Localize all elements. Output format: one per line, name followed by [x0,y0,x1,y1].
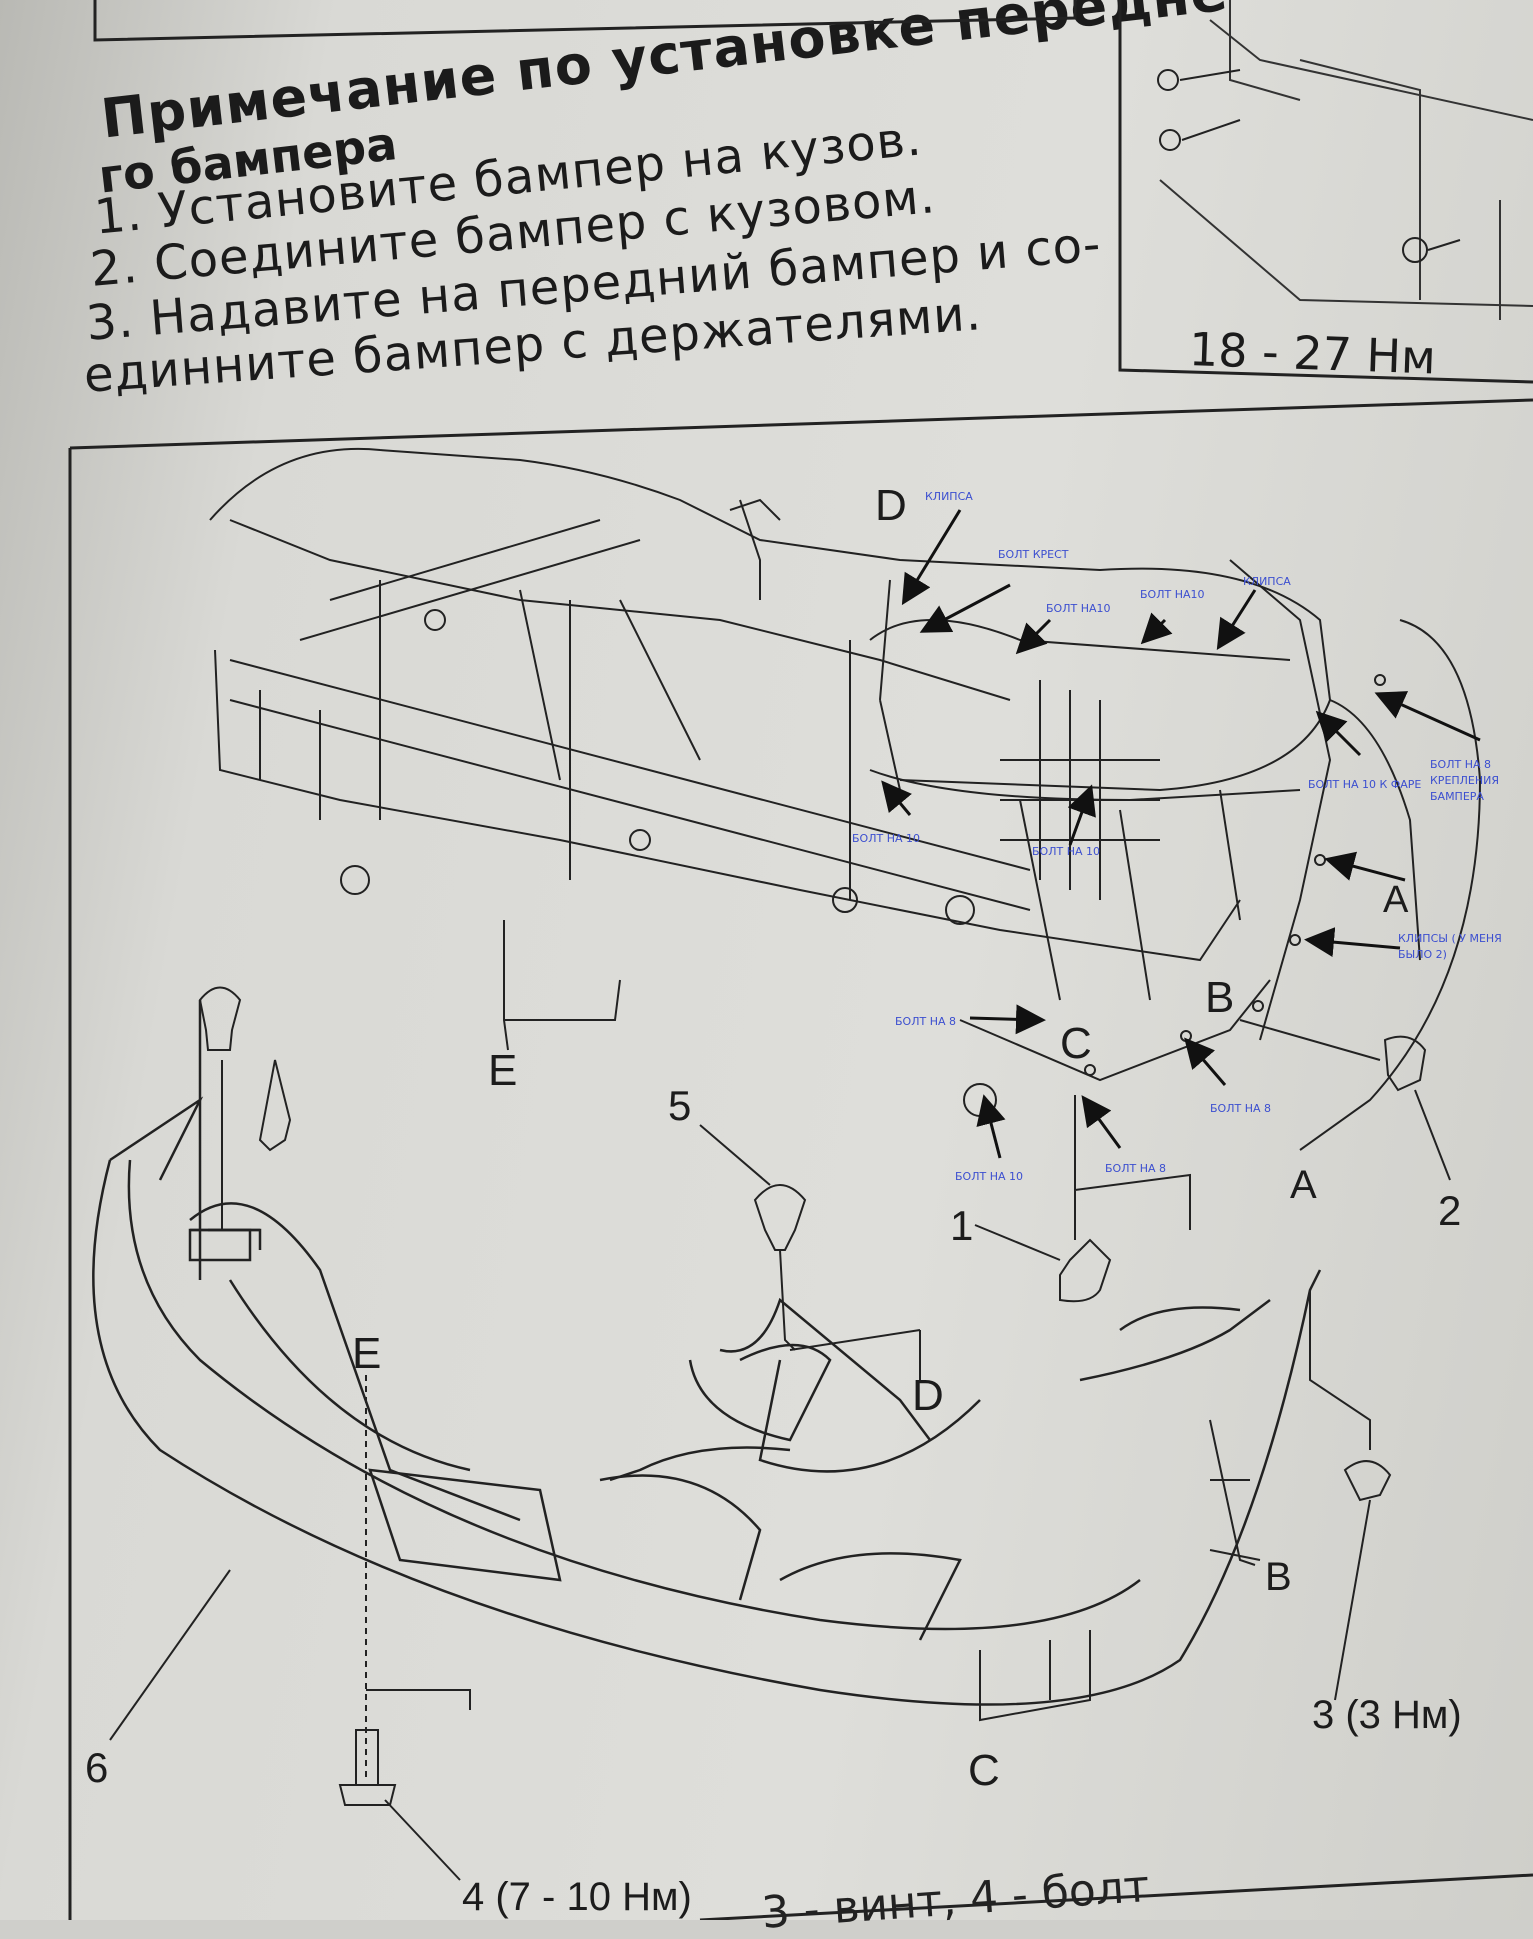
label-a-right: A [1383,879,1409,921]
annotation-bumper: БАМПЕРА [1430,790,1484,803]
top-box-border [93,0,1077,42]
annotation-bolt10-c: БОЛТ НА 10 [852,832,920,845]
leader-6 [109,1569,231,1741]
label-b-lower: B [1265,1555,1292,1599]
label-part-4: 4 (7 - 10 Нм) [462,1875,692,1919]
label-2: 2 [1438,1187,1461,1234]
clip-5-icon [753,1184,807,1251]
annotation-bolt8-right: БОЛТ НА 8 [1210,1102,1271,1115]
bumper-cover [92,1000,1322,1706]
annotation-bolt10-b: БОЛТ НА10 [1140,588,1205,601]
bolt-4-icon [338,1729,397,1806]
clip-3-icon [1343,1460,1392,1502]
label-c-lower: C [968,1746,1000,1795]
annotation-bolt8-c: БОЛТ НА 8 [1105,1162,1166,1175]
annotation-clip-top: КЛИПСА [925,490,973,503]
clip-icon [198,986,292,1152]
label-d-bottom: D [912,1371,944,1420]
annotation-bolt10-e: БОЛТ НА 10 [955,1170,1023,1183]
clip-2-icon [1383,1035,1427,1092]
label-c-mid: C [1060,1019,1092,1068]
label-a-lower: A [1290,1163,1317,1207]
label-d-top: D [875,481,907,530]
car-body-structure [209,447,1482,1151]
annotation-arrows [881,509,1481,1159]
clip-1-icon [1059,1238,1112,1303]
label-part-3: 3 (3 Нм) [1312,1693,1462,1737]
blue-annotations: КЛИПСА БОЛТ КРЕСТ БОЛТ НА10 БОЛТ НА10 КЛ… [852,490,1502,1183]
label-e-bottom: E [352,1329,381,1378]
leader-c-lower [979,1630,1091,1722]
inset-figure [1118,0,1533,384]
inset-torque-label: 18 - 27 Нм [1188,322,1437,385]
annotation-bolt10-d: БОЛТ НА 10 [1032,845,1100,858]
annotation-clips: КЛИПСЫ ( У МЕНЯ [1398,932,1502,945]
bolt-icon [1159,129,1181,151]
diagram-frame [69,398,1533,450]
annotation-bolt8-left: БОЛТ НА 8 [895,1015,956,1028]
bolt-icon [1157,69,1179,91]
annotation-cross-bolt: БОЛТ КРЕСТ [998,548,1069,561]
annotation-bolt10-a: БОЛТ НА10 [1046,602,1111,615]
annotation-clips-count: БЫЛО 2) [1398,948,1447,961]
label-1: 1 [950,1202,973,1249]
label-6: 6 [85,1744,108,1791]
label-e-left: E [488,1046,517,1095]
leader-b-lower [1209,1419,1261,1566]
annotation-clip-right: КЛИПСА [1243,575,1291,588]
annotation-headlight-bolt: БОЛТ НА 10 К ФАРЕ [1308,778,1421,791]
annotation-mount: КРЕПЛЕНИЯ [1430,774,1499,787]
annotation-bolt8-mount: БОЛТ НА 8 [1430,758,1491,771]
label-b-right: B [1205,973,1234,1022]
label-5: 5 [668,1082,691,1129]
diagram-labels: D E E D C B A A B C 1 2 5 6 3 (3 Нм) 4 (… [85,481,1462,1919]
bolt-icon [1402,237,1428,263]
leader-e-top [503,920,621,1051]
